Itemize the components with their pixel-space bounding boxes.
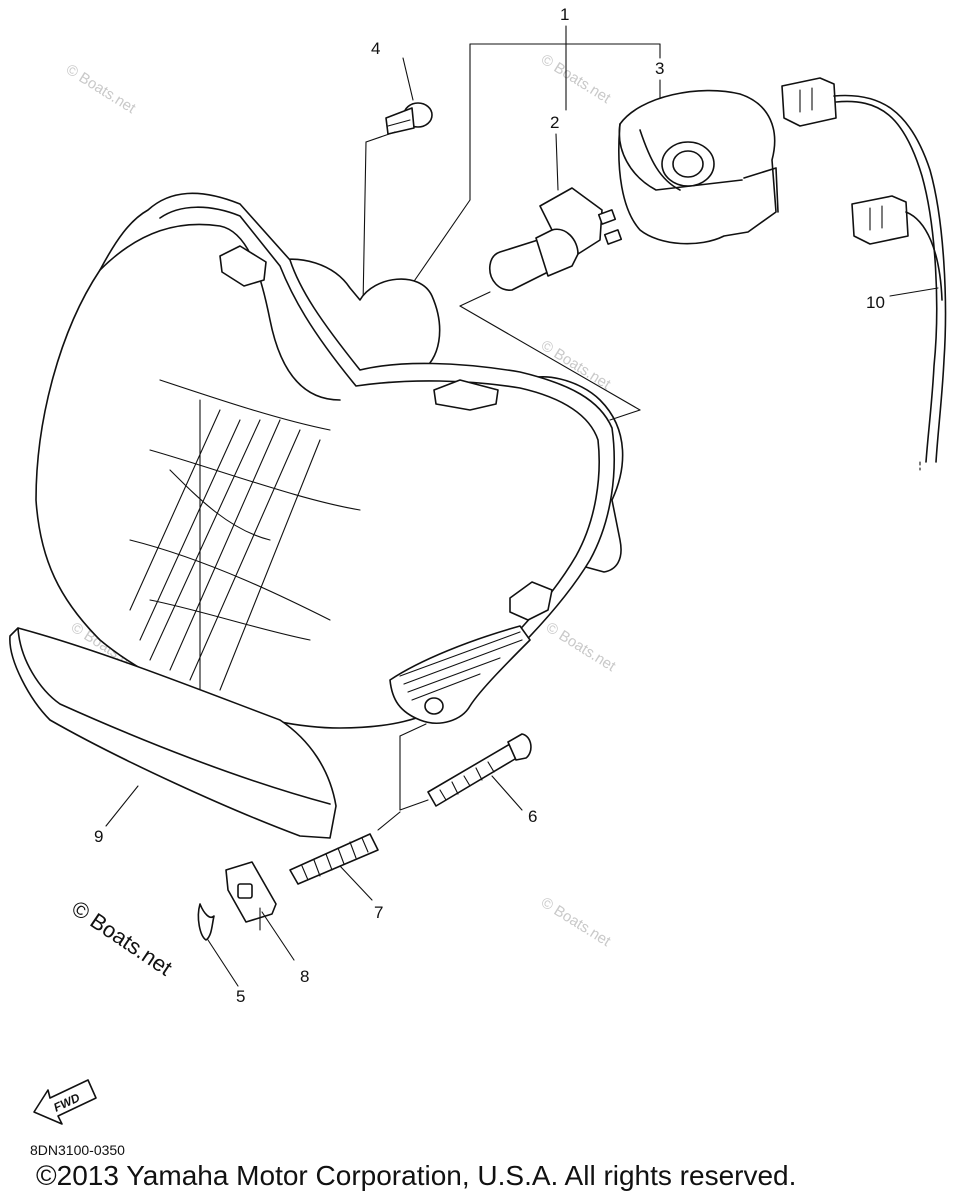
fwd-arrow-icon: FWD [33, 1079, 97, 1125]
callout-4: 4 [371, 39, 380, 58]
adjust-screw-part-6 [399, 723, 532, 811]
clip-pin-part-5 [197, 903, 239, 987]
callout-2: 2 [550, 113, 559, 132]
watermark-large: © Boats.net [67, 895, 177, 980]
bulb-part-2 [459, 133, 623, 307]
callout-6: 6 [528, 807, 537, 826]
spring-part-7 [289, 811, 401, 901]
callout-7: 7 [374, 903, 383, 922]
watermark: © Boats.net [63, 61, 139, 118]
boot-cover-part-3 [618, 79, 779, 245]
nut-plate-part-8 [225, 861, 295, 961]
callout-5: 5 [236, 987, 245, 1006]
watermark: © Boats.net [538, 51, 614, 108]
callout-9: 9 [94, 827, 103, 846]
diagram-code: 8DN3100-0350 [30, 1142, 125, 1158]
callout-3: 3 [655, 59, 664, 78]
callout-1: 1 [560, 5, 569, 24]
copyright-notice: ©2013 Yamaha Motor Corporation, U.S.A. A… [36, 1160, 797, 1191]
callout-10: 10 [866, 293, 885, 312]
callout-labels: 1 2 3 4 5 6 7 8 9 10 [94, 5, 885, 1006]
headlight-assembly [35, 192, 641, 729]
callout-8: 8 [300, 967, 309, 986]
wire-harness-part-10 [781, 77, 947, 471]
watermark: © Boats.net [543, 619, 619, 676]
watermark: © Boats.net [538, 894, 614, 951]
trim-strip-part-9 [9, 627, 337, 839]
callout-1-bracket [407, 25, 661, 291]
